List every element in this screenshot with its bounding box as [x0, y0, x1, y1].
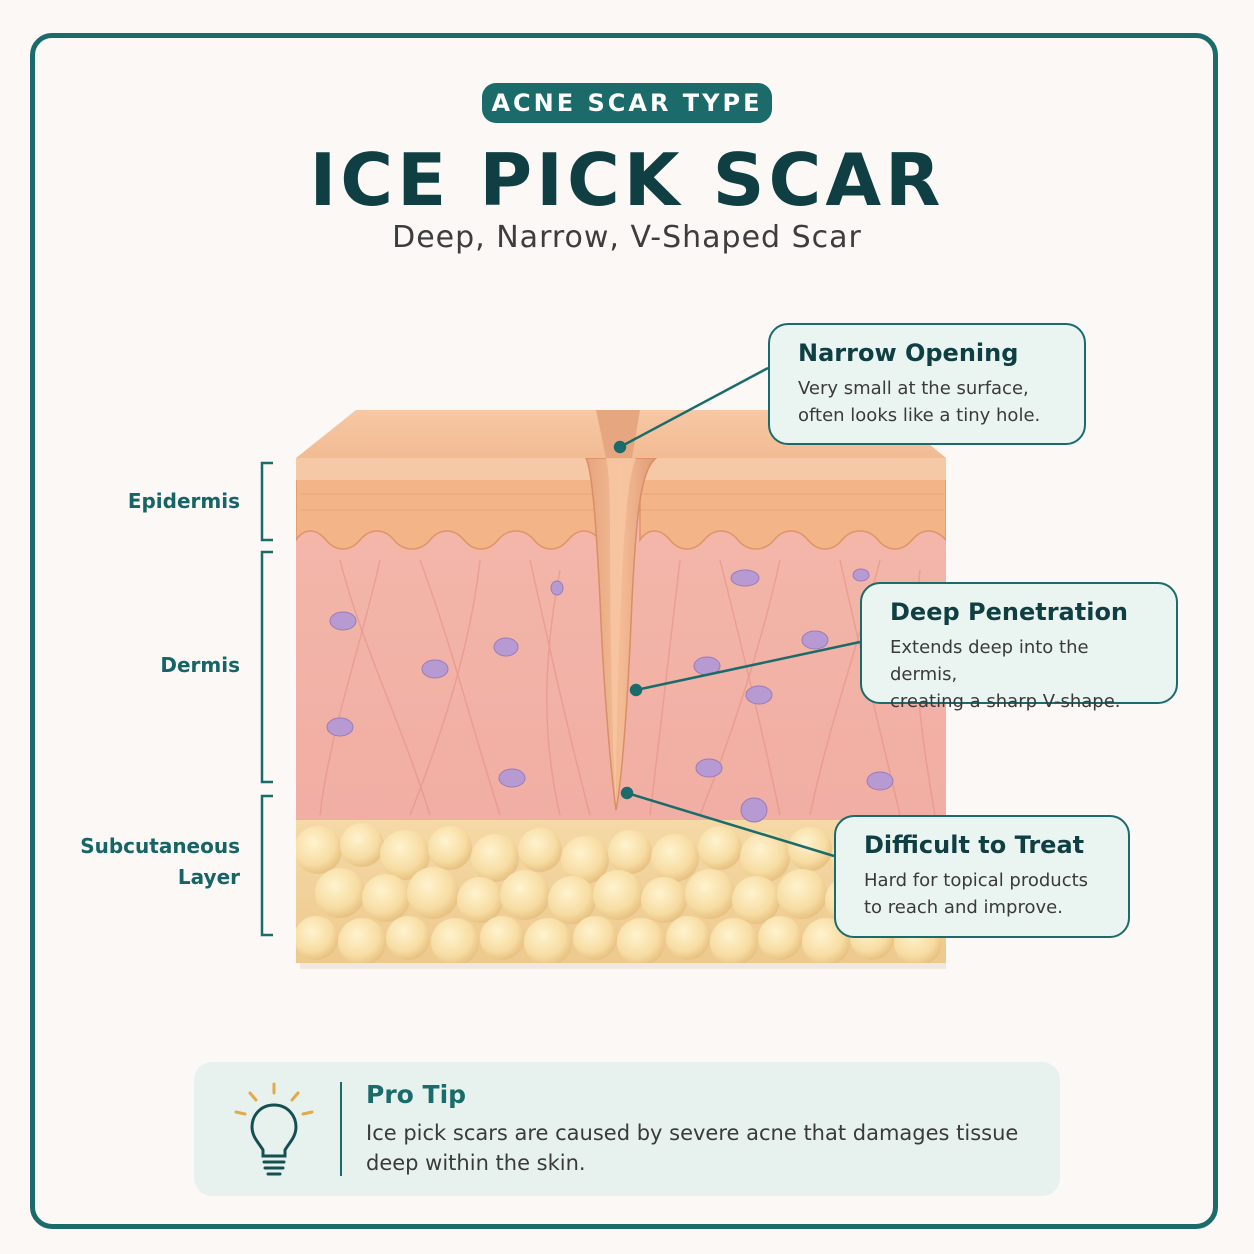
pro-tip-title: Pro Tip	[366, 1080, 467, 1109]
callout-body-line2: often looks like a tiny hole.	[798, 405, 1041, 426]
scar-inner-highlight	[606, 458, 636, 805]
lightbulb-icon	[234, 1082, 314, 1176]
callout-narrow-opening: Narrow Opening Very small at the surface…	[768, 323, 1086, 445]
difficult-to-treat-dot	[620, 786, 634, 800]
dermis-label: Dermis	[160, 653, 240, 677]
page-title: ICE PICK SCAR	[309, 138, 945, 222]
difficult-to-treat-leader	[626, 791, 835, 858]
pro-tip-body-line2: deep within the skin.	[366, 1151, 586, 1175]
pro-tip-body: Ice pick scars are caused by severe acne…	[366, 1118, 1026, 1178]
callout-body-line2: to reach and improve.	[864, 897, 1063, 918]
scar-type-badge: ACNE SCAR TYPE	[482, 83, 772, 123]
narrow-opening-dot	[613, 440, 627, 454]
deep-penetration-leader	[635, 640, 861, 692]
callout-body-line1: Extends deep into the dermis,	[890, 637, 1089, 685]
pro-tip-body-line1: Ice pick scars are caused by severe acne…	[366, 1121, 1019, 1145]
callout-title: Difficult to Treat	[864, 831, 1085, 859]
deep-penetration-dot	[629, 683, 643, 697]
callout-body-line1: Very small at the surface,	[798, 378, 1029, 399]
subcutaneous-bracket	[260, 794, 273, 937]
epidermis-label: Epidermis	[127, 489, 240, 513]
callout-difficult-to-treat: Difficult to Treat Hard for topical prod…	[834, 815, 1130, 938]
callout-deep-penetration: Deep Penetration Extends deep into the d…	[860, 582, 1178, 712]
page-subtitle: Deep, Narrow, V-Shaped Scar	[392, 220, 862, 255]
pro-tip-divider	[340, 1082, 342, 1176]
pro-tip-box	[194, 1062, 1060, 1196]
callout-title: Deep Penetration	[890, 598, 1129, 626]
scar-opening	[596, 410, 640, 458]
callout-title: Narrow Opening	[798, 339, 1019, 367]
epidermis-bracket	[260, 461, 273, 542]
subcutaneous-label-line1: Subcutaneous	[80, 834, 240, 858]
callout-body-line2: creating a sharp V-shape.	[890, 691, 1121, 712]
narrow-opening-leader	[619, 366, 769, 449]
subcutaneous-label-line2: Layer	[177, 865, 240, 889]
block-shadow	[300, 963, 946, 969]
callout-leaders	[613, 366, 861, 858]
callout-body-line1: Hard for topical products	[864, 870, 1089, 891]
ice-pick-scar-channel	[585, 458, 658, 811]
dermis-bracket	[260, 550, 273, 784]
dermis-cells	[326, 568, 894, 823]
layer-brackets	[260, 461, 273, 937]
